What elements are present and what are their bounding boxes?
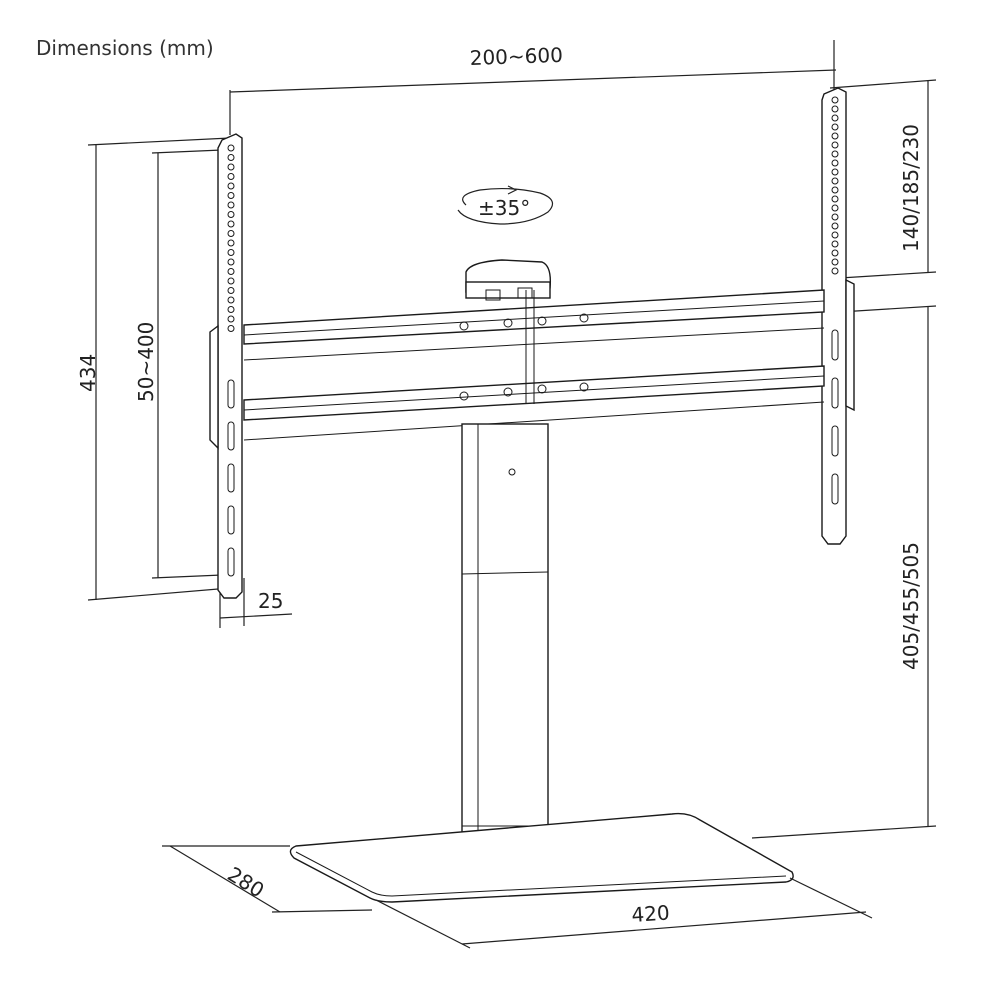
mount-hole — [831, 258, 839, 266]
mount-hole — [831, 195, 839, 203]
mount-hole — [831, 213, 839, 221]
mount-hole — [227, 182, 235, 190]
height-options-dimension: 405/455/505 — [751, 305, 937, 839]
mount-slot — [227, 421, 235, 451]
rotation-indicator: ±35° — [457, 185, 554, 225]
base-depth-label: 280 — [223, 862, 268, 903]
mount-hole — [459, 391, 469, 401]
mount-slot — [831, 473, 839, 505]
mount-hole — [831, 231, 839, 239]
vesa-vertical-dimension: 50~400 — [134, 149, 223, 579]
mount-hole — [227, 325, 235, 332]
mount-hole — [579, 382, 589, 392]
mount-hole — [831, 267, 839, 275]
mount-hole — [227, 154, 235, 161]
mount-slot — [831, 425, 839, 457]
top-offset-dimension: 140/185/230 — [829, 79, 937, 279]
mount-hole — [227, 201, 235, 209]
top-width-label: 200~600 — [469, 43, 563, 70]
bracket-height-label: 434 — [76, 354, 100, 392]
mount-hole — [459, 321, 469, 331]
mount-hole — [831, 168, 839, 176]
mount-slot — [227, 379, 235, 409]
mount-hole — [227, 287, 235, 294]
right-bracket — [821, 87, 855, 545]
mount-hole — [831, 150, 839, 158]
mount-hole — [227, 211, 235, 218]
mount-hole — [227, 239, 235, 247]
diagram-title: Dimensions (mm) — [36, 36, 214, 60]
mount-hole — [831, 159, 839, 167]
mount-hole — [227, 249, 235, 256]
mount-hole — [831, 123, 839, 131]
base-plate — [289, 812, 794, 903]
height-options-label: 405/455/505 — [899, 542, 923, 670]
mount-hole — [831, 222, 839, 230]
mount-hole — [227, 268, 235, 275]
mount-hole — [831, 141, 839, 149]
vesa-vertical-label: 50~400 — [134, 322, 158, 402]
mount-hole — [227, 296, 235, 304]
mount-hole — [537, 316, 547, 326]
mount-hole — [227, 220, 235, 228]
bracket-depth-label: 25 — [258, 589, 283, 613]
mount-hole — [227, 277, 235, 285]
mount-hole — [227, 192, 235, 199]
mount-hole — [831, 105, 839, 113]
rotation-label: ±35° — [478, 196, 530, 220]
bracket-depth-dimension: 25 — [219, 578, 293, 628]
base-width-label: 420 — [631, 900, 671, 927]
mount-hole — [831, 204, 839, 212]
top-width-dimension: 200~600 — [229, 40, 837, 135]
mount-hole — [831, 132, 839, 140]
mount-hole — [503, 318, 513, 328]
mount-hole — [831, 96, 839, 104]
mount-slot — [831, 329, 839, 361]
mount-hole — [831, 177, 839, 185]
mount-hole — [227, 258, 235, 266]
mount-hole — [537, 384, 547, 394]
mount-hole — [831, 249, 839, 257]
bracket-height-dimension: 434 — [76, 137, 231, 601]
mount-slot — [227, 505, 235, 535]
mount-slot — [227, 463, 235, 493]
mount-hole — [227, 163, 235, 171]
mount-hole — [227, 306, 235, 313]
left-bracket — [209, 133, 243, 599]
mount-hole — [831, 186, 839, 194]
mount-slot — [831, 377, 839, 409]
top-offset-label: 140/185/230 — [899, 124, 923, 252]
mount-hole — [227, 230, 235, 237]
mount-hole — [831, 114, 839, 122]
base-width-dimension: 420 — [375, 877, 873, 949]
column — [461, 423, 549, 837]
column-head — [465, 259, 552, 404]
mount-hole — [503, 387, 513, 397]
mount-hole — [227, 144, 235, 152]
mount-hole — [227, 315, 235, 323]
mount-slot — [227, 547, 235, 577]
mount-hole — [579, 313, 589, 323]
mount-hole — [831, 240, 839, 248]
mount-hole — [227, 173, 235, 180]
